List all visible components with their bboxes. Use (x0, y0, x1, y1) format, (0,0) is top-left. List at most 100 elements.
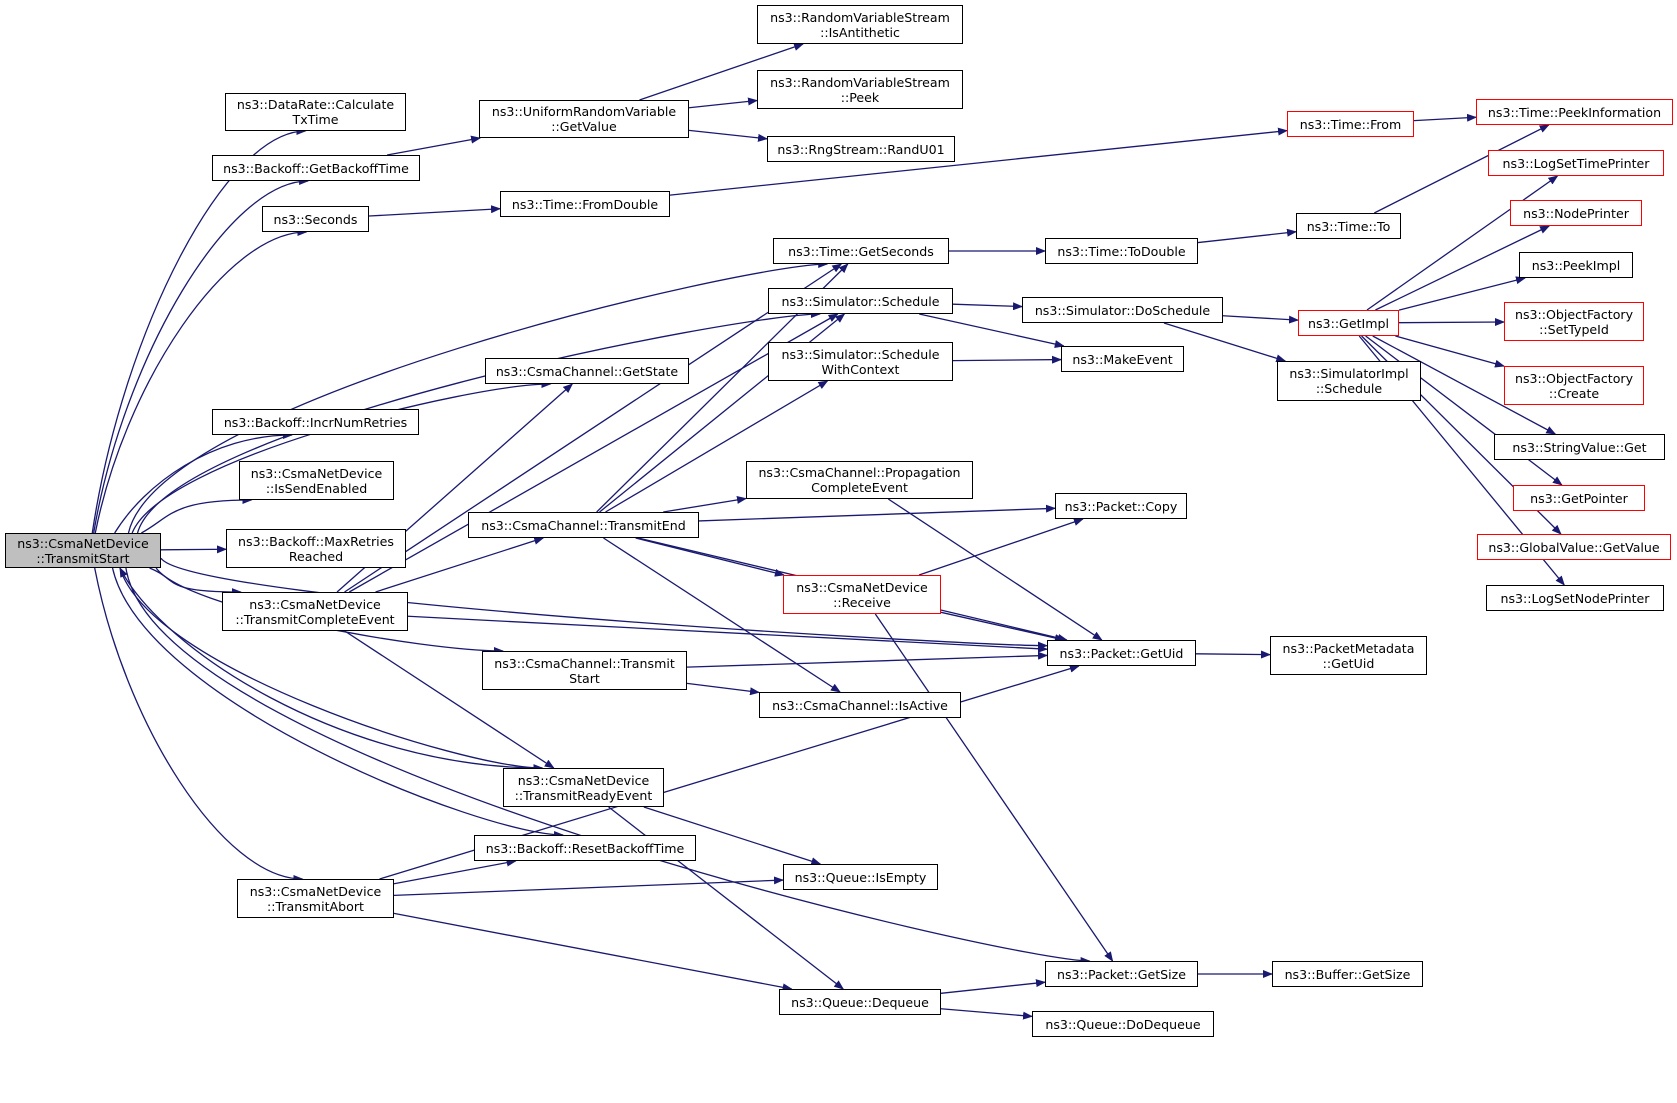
call-edge-dequeue-to-getsize (940, 979, 1046, 994)
call-edge-root-to-backoff_get (93, 177, 310, 534)
node-getuid[interactable]: ns3::Packet::GetUid (1047, 640, 1196, 666)
call-edge-abort-to-reset (393, 858, 517, 885)
call-edge-getimpl-to-logtime (1366, 175, 1559, 311)
node-getseconds[interactable]: ns3::Time::GetSeconds (773, 238, 949, 264)
node-label-line: ::Receive (833, 594, 891, 610)
node-label-line: ns3::Backoff::ResetBackoffTime (485, 840, 685, 856)
node-peek[interactable]: ns3::RandomVariableStream::Peek (757, 70, 963, 109)
node-packetcopy[interactable]: ns3::Packet::Copy (1055, 493, 1187, 519)
node-transmitend[interactable]: ns3::CsmaChannel::TransmitEnd (468, 512, 699, 538)
node-lognode[interactable]: ns3::LogSetNodePrinter (1486, 585, 1664, 611)
node-label-line: ::Create (1548, 385, 1600, 401)
call-edge-receive-to-packetcopy (918, 518, 1084, 576)
call-edge-chstart-to-getuid (686, 651, 1048, 668)
node-backoff-get[interactable]: ns3::Backoff::GetBackoffTime (212, 155, 420, 181)
node-label-line: ::Peek (840, 89, 880, 105)
node-label-line: ::IsAntithetic (820, 24, 900, 40)
node-getsize[interactable]: ns3::Packet::GetSize (1045, 961, 1198, 987)
node-stringget[interactable]: ns3::StringValue::Get (1494, 434, 1665, 460)
node-seconds[interactable]: ns3::Seconds (262, 206, 369, 232)
call-edge-schedule-to-doschedule (952, 302, 1023, 311)
call-edge-transmitend-to-receive (635, 537, 785, 577)
node-label-line: ns3::CsmaChannel::IsActive (772, 697, 948, 713)
node-timefrom[interactable]: ns3::Time::From (1287, 111, 1414, 137)
node-label-line: ns3::Backoff::GetBackoffTime (223, 160, 409, 176)
node-abort[interactable]: ns3::CsmaNetDevice::TransmitAbort (237, 879, 394, 918)
node-incr[interactable]: ns3::Backoff::IncrNumRetries (212, 409, 419, 435)
node-receive[interactable]: ns3::CsmaNetDevice::Receive (783, 575, 941, 614)
node-label-line: ::TransmitCompleteEvent (235, 611, 395, 627)
node-settypeid[interactable]: ns3::ObjectFactory::SetTypeId (1504, 302, 1644, 341)
node-nodeprinter[interactable]: ns3::NodePrinter (1510, 200, 1642, 226)
node-randu[interactable]: ns3::RngStream::RandU01 (767, 136, 955, 162)
node-makeevent[interactable]: ns3::MakeEvent (1061, 346, 1184, 372)
node-label-line: ns3::LogSetNodePrinter (1500, 590, 1650, 606)
node-fromdouble[interactable]: ns3::Time::FromDouble (500, 191, 670, 217)
node-issend[interactable]: ns3::CsmaNetDevice::IsSendEnabled (239, 461, 394, 500)
node-isempty[interactable]: ns3::Queue::IsEmpty (783, 864, 938, 890)
node-create[interactable]: ns3::ObjectFactory::Create (1504, 366, 1644, 405)
node-simimplsched[interactable]: ns3::SimulatorImpl::Schedule (1277, 361, 1421, 401)
call-edge-getimpl-to-nodeprinter (1375, 225, 1551, 311)
node-peekinfo[interactable]: ns3::Time::PeekInformation (1476, 99, 1673, 125)
node-bufsize[interactable]: ns3::Buffer::GetSize (1272, 961, 1423, 987)
call-edge-root-to-getuid (160, 557, 1048, 650)
node-label-line: ns3::CsmaNetDevice (17, 535, 149, 551)
node-peekimpl[interactable]: ns3::PeekImpl (1519, 252, 1633, 278)
node-label-line: ::GetValue (551, 119, 617, 134)
node-label-line: ns3::Backoff::IncrNumRetries (223, 414, 408, 430)
call-edge-transmitend-to-packetcopy (698, 504, 1056, 522)
node-dodequeue[interactable]: ns3::Queue::DoDequeue (1032, 1011, 1214, 1037)
node-label-line: ns3::StringValue::Get (1512, 439, 1647, 455)
node-label-line: ns3::Queue::Dequeue (791, 994, 929, 1010)
node-isactive[interactable]: ns3::CsmaChannel::IsActive (759, 692, 961, 718)
call-edge-root-to-seconds (94, 228, 308, 534)
node-dequeue[interactable]: ns3::Queue::Dequeue (779, 989, 941, 1015)
node-label-line: ns3::Time::GetSeconds (788, 243, 934, 259)
node-getpointer[interactable]: ns3::GetPointer (1513, 485, 1645, 511)
call-edge-doschedule-to-simimplsched (1163, 322, 1287, 363)
node-label-line: ns3::Packet::GetSize (1056, 966, 1187, 982)
node-label-line: ns3::PeekImpl (1531, 257, 1621, 273)
node-label-line: ns3::ObjectFactory (1514, 306, 1634, 322)
node-label-line: ns3::Packet::GetUid (1059, 645, 1184, 661)
call-edge-root-to-tre (119, 567, 544, 772)
node-uniform[interactable]: ns3::UniformRandomVariable::GetValue (479, 100, 689, 138)
node-tre[interactable]: ns3::CsmaNetDevice::TransmitReadyEvent (503, 768, 664, 807)
node-label-line: ns3::GetPointer (1530, 490, 1628, 506)
node-label-line: ::Schedule (1315, 381, 1383, 396)
node-metauid[interactable]: ns3::PacketMetadata::GetUid (1270, 636, 1427, 675)
node-reset[interactable]: ns3::Backoff::ResetBackoffTime (474, 835, 696, 861)
node-label-line: ns3::CsmaNetDevice (249, 596, 381, 612)
node-label-line: WithContext (821, 361, 900, 377)
node-isanti[interactable]: ns3::RandomVariableStream::IsAntithetic (757, 5, 963, 44)
call-edge-tre-to-root (119, 567, 543, 769)
node-label-line: ::TransmitReadyEvent (514, 787, 653, 803)
call-edge-uniform-to-isanti (639, 43, 804, 101)
call-edge-getuid-to-metauid (1195, 650, 1271, 659)
call-edge-root-to-schedule (136, 310, 821, 534)
call-edge-root-to-incr (114, 431, 293, 534)
node-doschedule[interactable]: ns3::Simulator::DoSchedule (1022, 297, 1223, 323)
call-edge-doschedule-to-getimpl (1222, 315, 1299, 324)
node-globalget[interactable]: ns3::GlobalValue::GetValue (1477, 534, 1671, 560)
call-edge-todouble-to-timeto (1197, 228, 1297, 244)
node-label-line: ns3::Packet::Copy (1064, 498, 1178, 514)
node-timeto[interactable]: ns3::Time::To (1296, 213, 1401, 239)
call-edge-chstart-to-isactive (686, 682, 760, 696)
call-edge-tce-to-tre (344, 630, 555, 769)
call-edge-schedwc-to-makeevent (952, 355, 1062, 364)
node-getstate[interactable]: ns3::CsmaChannel::GetState (485, 358, 689, 384)
node-schedule[interactable]: ns3::Simulator::Schedule (768, 288, 953, 314)
node-todouble[interactable]: ns3::Time::ToDouble (1045, 238, 1198, 264)
node-tce[interactable]: ns3::CsmaNetDevice::TransmitCompleteEven… (222, 592, 408, 631)
call-edge-getimpl-to-getpointer (1365, 335, 1563, 486)
node-logtime[interactable]: ns3::LogSetTimePrinter (1488, 150, 1664, 176)
node-getimpl[interactable]: ns3::GetImpl (1298, 310, 1399, 336)
